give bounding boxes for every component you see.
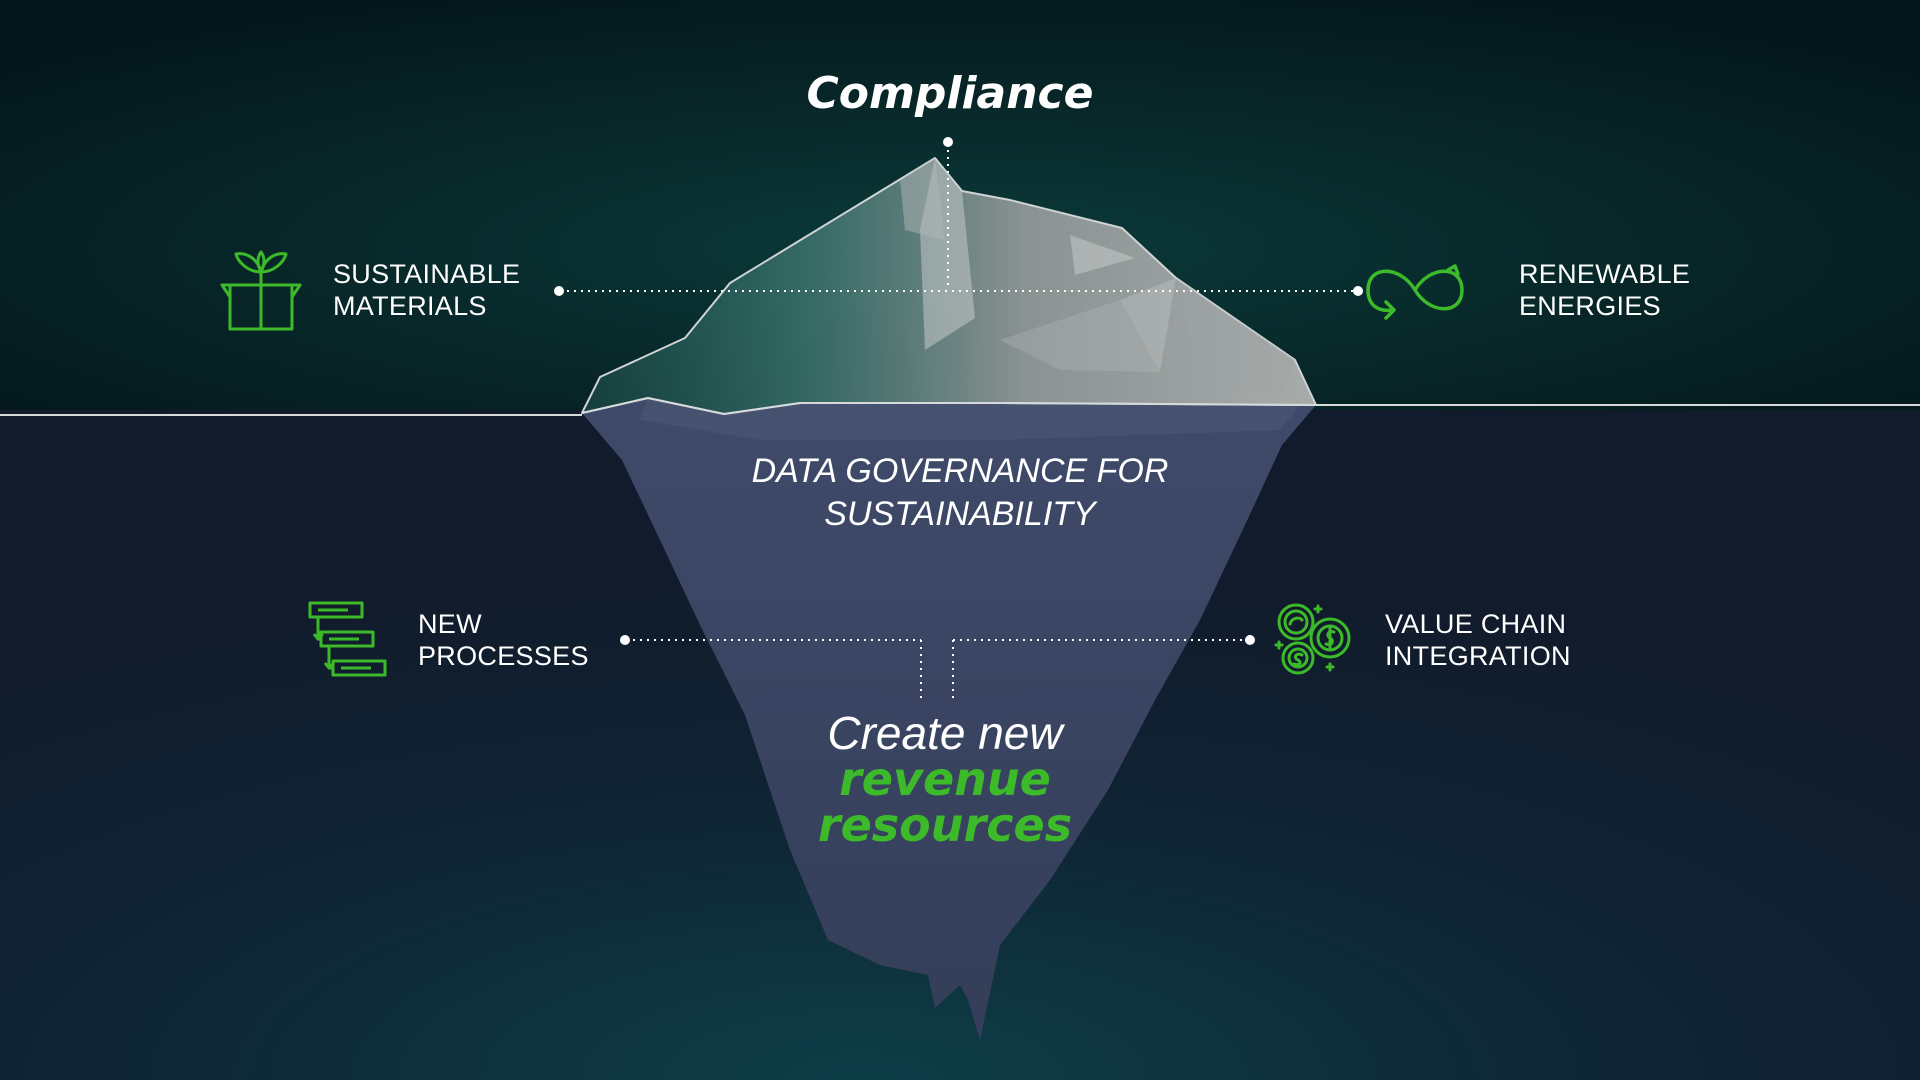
- iceberg-underwater-highlight: [640, 398, 1300, 440]
- revenue-resources-label: Create new revenue resources: [817, 707, 1073, 852]
- connector-dots: [554, 137, 1363, 645]
- value-chain-integration-label: VALUE CHAIN INTEGRATION: [1385, 609, 1571, 671]
- renewable-energies-label: RENEWABLE ENERGIES: [1519, 259, 1691, 321]
- iceberg-facet: [1176, 278, 1295, 395]
- plant-box-icon: [220, 250, 302, 331]
- data-governance-label: DATA GOVERNANCE FOR SUSTAINABILITY: [751, 452, 1169, 533]
- iceberg-facet: [1120, 278, 1176, 372]
- iceberg-underwater: [582, 398, 1316, 1040]
- iceberg-waterline: [581, 396, 1317, 416]
- coins-exchange-icon: [1274, 603, 1351, 675]
- connector-lines: [560, 143, 1358, 700]
- infinity-cycle-icon: [1366, 264, 1464, 320]
- iceberg-facet: [900, 158, 945, 240]
- iceberg-facet: [1000, 300, 1160, 372]
- sustainable-materials-label: SUSTAINABLE MATERIALS: [333, 259, 521, 321]
- new-processes-label: NEW PROCESSES: [418, 609, 589, 671]
- compliance-title: Compliance: [806, 68, 1094, 119]
- iceberg-facet: [1070, 235, 1135, 275]
- process-flow-icon: [308, 601, 387, 677]
